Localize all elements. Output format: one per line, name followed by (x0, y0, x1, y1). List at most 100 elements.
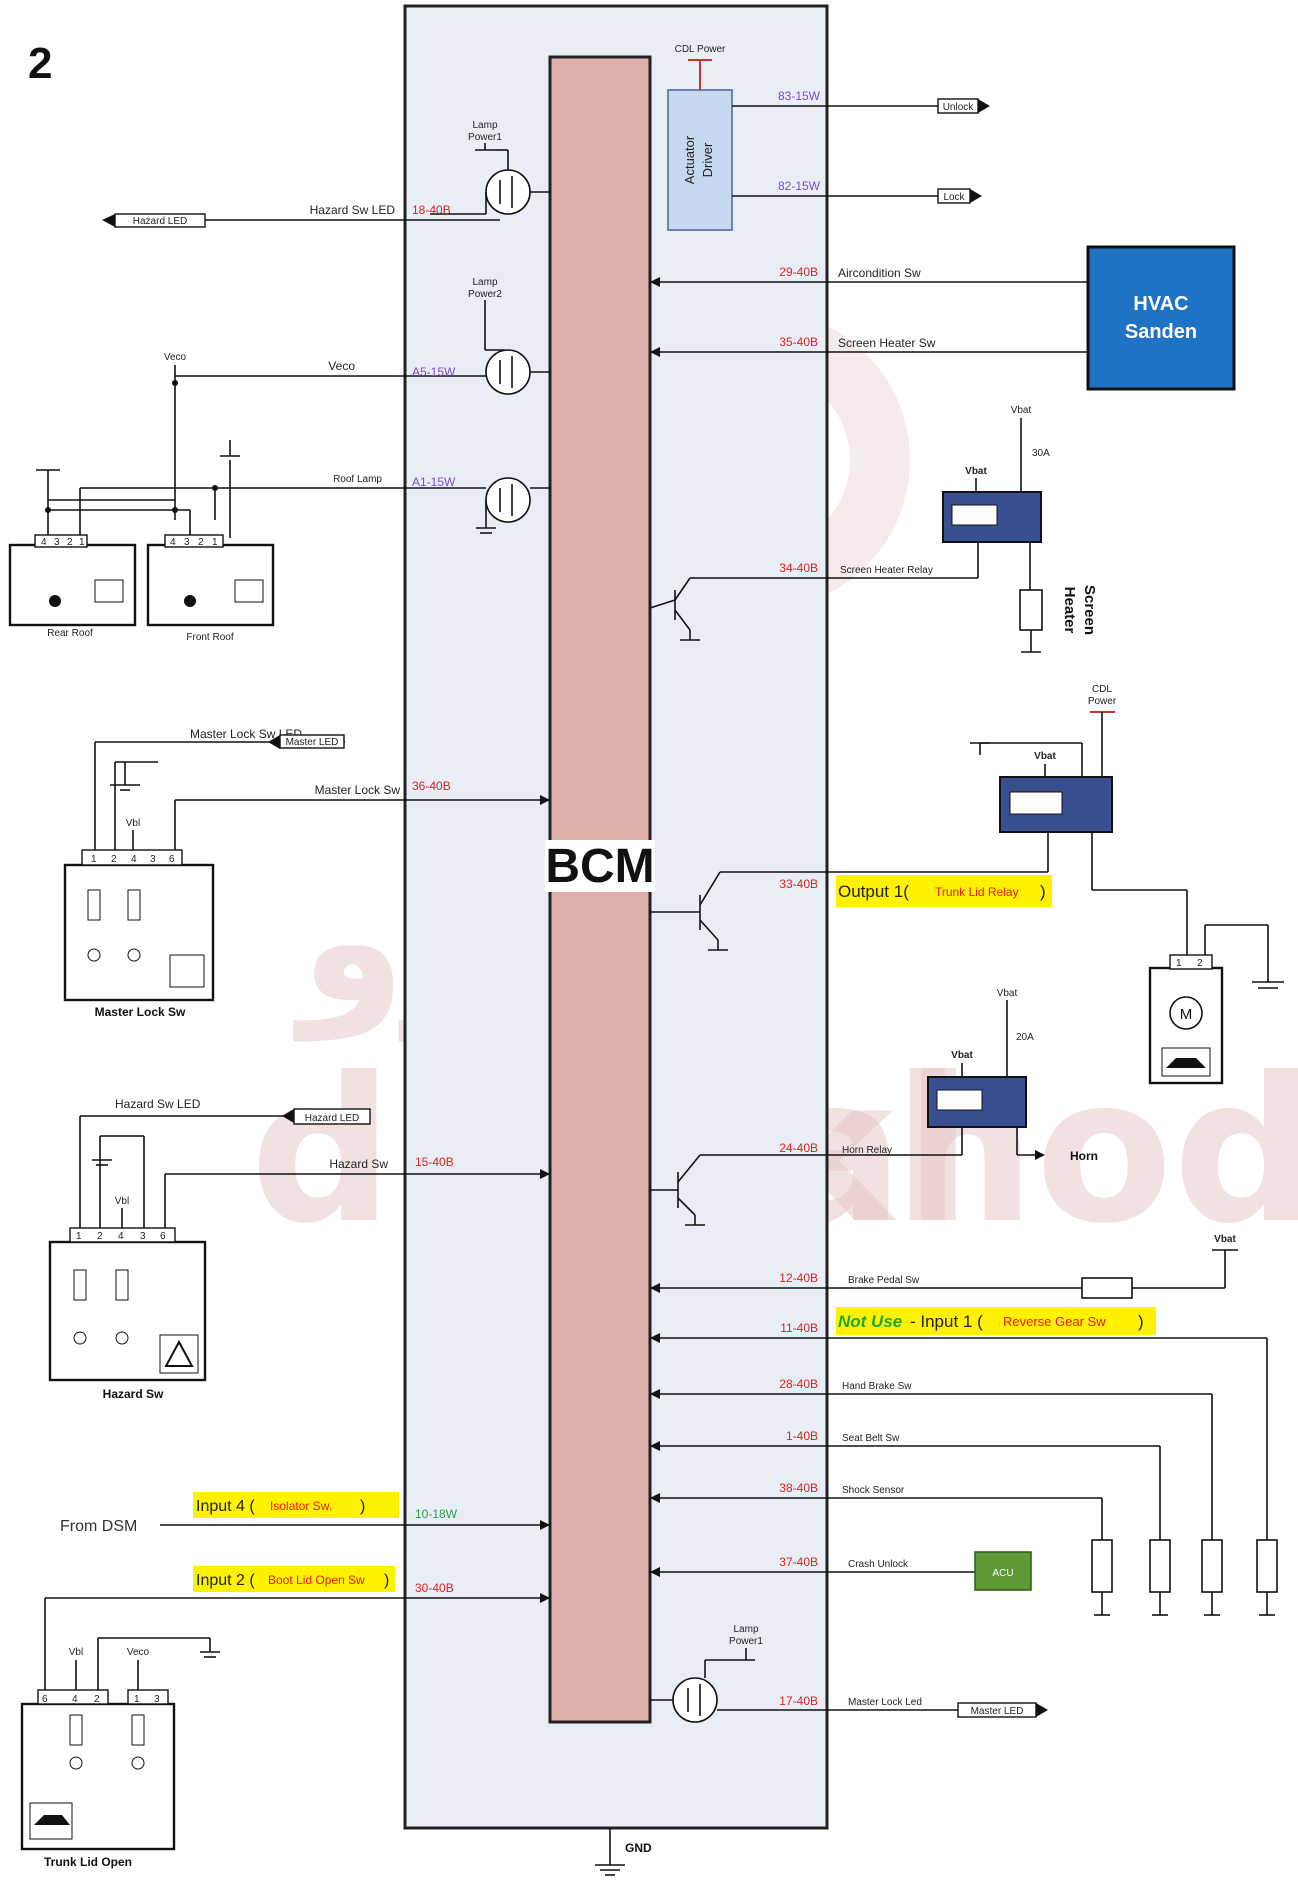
hz-p4: 4 (118, 1231, 124, 1242)
input2-highlight (193, 1566, 395, 1592)
tr-p3: 3 (154, 1694, 160, 1705)
actuator-driver (667, 89, 733, 231)
brake-label: Brake Pedal Sw (848, 1275, 920, 1286)
svg-text:M: M (1180, 1006, 1193, 1023)
fuse-20a: 20A (1016, 1032, 1034, 1043)
transistor-roof (485, 477, 531, 523)
master-led-tag: Master LED (286, 737, 339, 748)
aircon-pin: 29-40B (779, 265, 818, 279)
hazard-led-tag2: Hazard LED (305, 1113, 359, 1124)
reverse-pin: 11-40B (780, 1321, 818, 1335)
motor-p1: 1 (1176, 958, 1182, 969)
ml-p2: 2 (111, 854, 117, 865)
hazard-sw-led-label2: Hazard Sw LED (115, 1097, 201, 1111)
tr-p4: 4 (72, 1694, 78, 1705)
screen-sw-pin: 35-40B (779, 335, 818, 349)
hazard-caption: Hazard Sw (103, 1387, 164, 1401)
hvac-line2: Sanden (1125, 321, 1197, 343)
fuse-30a: 30A (1032, 448, 1050, 459)
hazard-sw-led-label: Hazard Sw LED (310, 203, 396, 217)
veco-label: Veco (328, 359, 355, 373)
output1-highlight (836, 875, 1052, 907)
hazard-switch: 1 2 4 3 6 Hazard Sw (48, 1227, 207, 1401)
horn-pin: 24-40B (779, 1141, 818, 1155)
hand-label: Hand Brake Sw (842, 1381, 912, 1392)
fr-p4: 4 (170, 537, 176, 548)
hand-pin: 28-40B (779, 1377, 818, 1391)
motor-p2: 2 (1197, 958, 1203, 969)
fr-p3: 3 (184, 537, 190, 548)
cdl-power-label: CDL Power (675, 44, 726, 55)
lamp-power1-l2: Power1 (468, 132, 502, 143)
lamp-power1b-l1: Lamp (733, 1624, 758, 1635)
input4-highlight (193, 1492, 399, 1518)
not-use-label: Not Use (838, 1312, 902, 1331)
cdl1: CDL (1092, 684, 1112, 695)
unlock-pin: 83-15W (778, 89, 821, 103)
sh-relay-pin: 34-40B (779, 561, 818, 575)
tr-p1: 1 (134, 1694, 140, 1705)
horn-relay-label: Horn Relay (842, 1145, 892, 1156)
fr-p1: 1 (212, 537, 218, 548)
horn-label: Horn (1070, 1149, 1098, 1163)
master-led-tag-right: Master LED (971, 1706, 1024, 1717)
hvac-box (1086, 245, 1236, 391)
seat-pin: 1-40B (786, 1429, 818, 1443)
rear-roof-caption: Rear Roof (47, 628, 93, 639)
master-lock-pin: 36-40B (412, 779, 451, 793)
input4-close: ) (360, 1498, 365, 1515)
transistor-trunk (650, 871, 728, 951)
roof-pin: A1-15W (412, 475, 456, 489)
rear-roof-lamp: 4 3 2 1 Rear Roof (8, 534, 137, 639)
hvac-line1: HVAC (1133, 293, 1188, 315)
screen-heater-l1: Screen (1081, 585, 1098, 635)
veco-top-label: Veco (164, 352, 187, 363)
trunk-motor: 1 2 M (1148, 954, 1224, 1085)
master-lock-led-label: Master Lock Sw LED (190, 727, 302, 741)
ml-p6: 6 (169, 854, 175, 865)
output1-close: ) (1040, 882, 1046, 901)
reverse-highlight (836, 1307, 1156, 1335)
lock-pin: 82-15W (778, 179, 821, 193)
rr-p1: 1 (79, 537, 85, 548)
actuator-label2: Driver (700, 142, 715, 177)
fr-p2: 2 (198, 537, 204, 548)
input2-pin: 30-40B (415, 1581, 454, 1595)
reverse-sub: Reverse Gear Sw (1003, 1314, 1106, 1329)
input4-label: Input 4 ( (196, 1498, 255, 1515)
output1-pin: 33-40B (779, 877, 818, 891)
cdl2: Power (1088, 696, 1117, 707)
hz-p2: 2 (97, 1231, 103, 1242)
from-dsm: From DSM (60, 1518, 137, 1535)
tr-p2: 2 (94, 1694, 100, 1705)
sh-vbat-top: Vbat (1011, 405, 1032, 416)
aircon-label: Aircondition Sw (838, 266, 921, 280)
lamp-power1b-l2: Power1 (729, 1636, 763, 1647)
front-roof-lamp: 4 3 2 1 Front Roof (146, 534, 275, 643)
sh-relay-label: Screen Heater Relay (840, 565, 933, 576)
bcm-label-bg (545, 840, 655, 892)
gnd-label: GND (625, 1841, 652, 1855)
hazard-vbl: Vbl (115, 1196, 129, 1207)
ground-switches (1091, 1539, 1278, 1616)
hz-p6: 6 (160, 1231, 166, 1242)
master-vbl: Vbl (126, 818, 140, 829)
front-roof-caption: Front Roof (186, 632, 233, 643)
seat-label: Seat Belt Sw (842, 1433, 900, 1444)
unlock-tag: Unlock (943, 102, 975, 113)
lock-tag: Lock (943, 192, 965, 203)
tr-p6: 6 (42, 1694, 48, 1705)
master-lock-caption: Master Lock Sw (95, 1005, 186, 1019)
veco-pin: A5-15W (412, 365, 456, 379)
screen-heater-l2: Heater (1061, 587, 1078, 634)
ml-p3: 3 (150, 854, 156, 865)
transistor-master-led (672, 1677, 718, 1723)
screen-heater-element (1019, 589, 1043, 631)
hazard-led-pin: 18-40B (412, 203, 451, 217)
input2-label: Input 2 ( (196, 1572, 255, 1589)
input2-sub: Boot Lid Open Sw (268, 1573, 365, 1587)
input4-pin: 10-18W (415, 1507, 458, 1521)
input4-sub: Isolator Sw. (270, 1499, 332, 1513)
horn-vbat-top: Vbat (997, 988, 1018, 999)
